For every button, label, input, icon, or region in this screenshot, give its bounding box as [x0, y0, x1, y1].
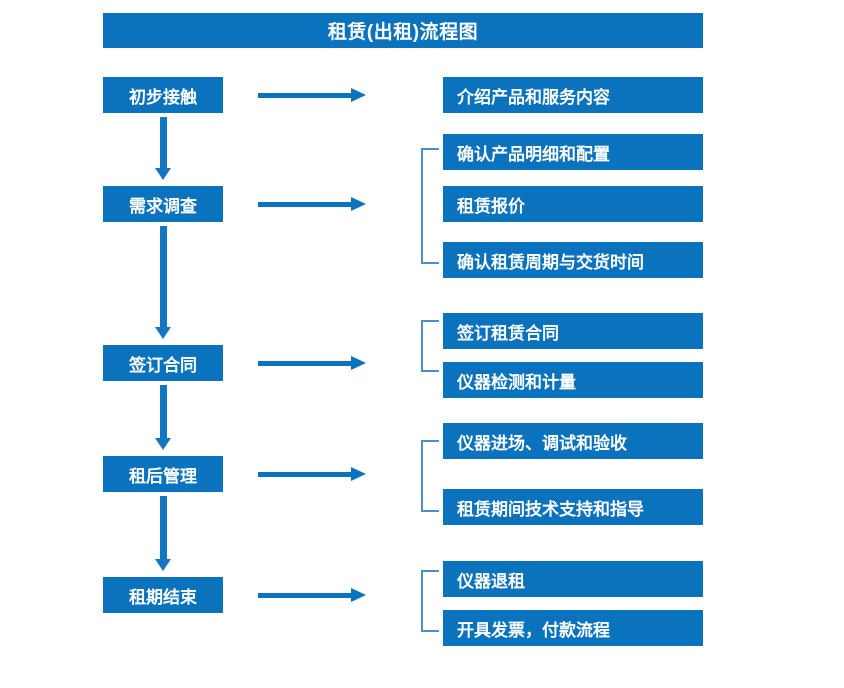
detail-box-introduce-products[interactable]: 介绍产品和服务内容 — [443, 77, 703, 113]
arrow-shaft — [258, 202, 352, 207]
horizontal-arrow-5 — [258, 588, 366, 602]
horizontal-arrow-1 — [258, 88, 366, 102]
arrow-head — [351, 356, 366, 370]
vertical-arrow-2 — [155, 226, 171, 339]
group-bracket-requirement-survey — [421, 148, 439, 264]
group-bracket-lease-end — [421, 570, 439, 632]
group-bracket-sign-contract — [421, 320, 439, 372]
arrow-shaft — [258, 361, 352, 366]
arrow-head — [351, 467, 366, 481]
page-title: 租赁(出租)流程图 — [103, 13, 703, 48]
detail-box-sign-lease-contract[interactable]: 签订租赁合同 — [443, 313, 703, 349]
detail-box-confirm-lease-period[interactable]: 确认租赁周期与交货时间 — [443, 242, 703, 278]
horizontal-arrow-2 — [258, 197, 366, 211]
stage-box-sign-contract[interactable]: 签订合同 — [103, 345, 223, 381]
detail-box-technical-support[interactable]: 租赁期间技术支持和指导 — [443, 489, 703, 525]
detail-box-confirm-product-details[interactable]: 确认产品明细和配置 — [443, 134, 703, 170]
arrow-shaft — [258, 472, 352, 477]
arrow-shaft — [160, 117, 167, 168]
vertical-arrow-3 — [155, 385, 171, 450]
detail-box-instrument-onsite-commissioning[interactable]: 仪器进场、调试和验收 — [443, 423, 703, 459]
stage-box-requirement-survey[interactable]: 需求调查 — [103, 186, 223, 222]
vertical-arrow-1 — [155, 117, 171, 180]
detail-box-invoice-payment[interactable]: 开具发票，付款流程 — [443, 610, 703, 646]
arrow-head — [155, 559, 171, 571]
arrow-shaft — [160, 496, 167, 559]
arrow-shaft — [258, 93, 352, 98]
stage-box-initial-contact[interactable]: 初步接触 — [103, 77, 223, 113]
group-bracket-post-rental — [421, 440, 439, 512]
horizontal-arrow-3 — [258, 356, 366, 370]
stage-box-lease-end[interactable]: 租期结束 — [103, 577, 223, 613]
vertical-arrow-4 — [155, 496, 171, 571]
detail-box-instrument-return[interactable]: 仪器退租 — [443, 561, 703, 597]
arrow-head — [155, 438, 171, 450]
arrow-head — [351, 197, 366, 211]
horizontal-arrow-4 — [258, 467, 366, 481]
arrow-head — [351, 588, 366, 602]
stage-box-post-rental-management[interactable]: 租后管理 — [103, 456, 223, 492]
arrow-shaft — [160, 226, 167, 327]
detail-box-instrument-inspection[interactable]: 仪器检测和计量 — [443, 362, 703, 398]
arrow-shaft — [160, 385, 167, 438]
detail-box-rental-quotation[interactable]: 租赁报价 — [443, 186, 703, 222]
arrow-shaft — [258, 593, 352, 598]
arrow-head — [351, 88, 366, 102]
arrow-head — [155, 327, 171, 339]
arrow-head — [155, 168, 171, 180]
